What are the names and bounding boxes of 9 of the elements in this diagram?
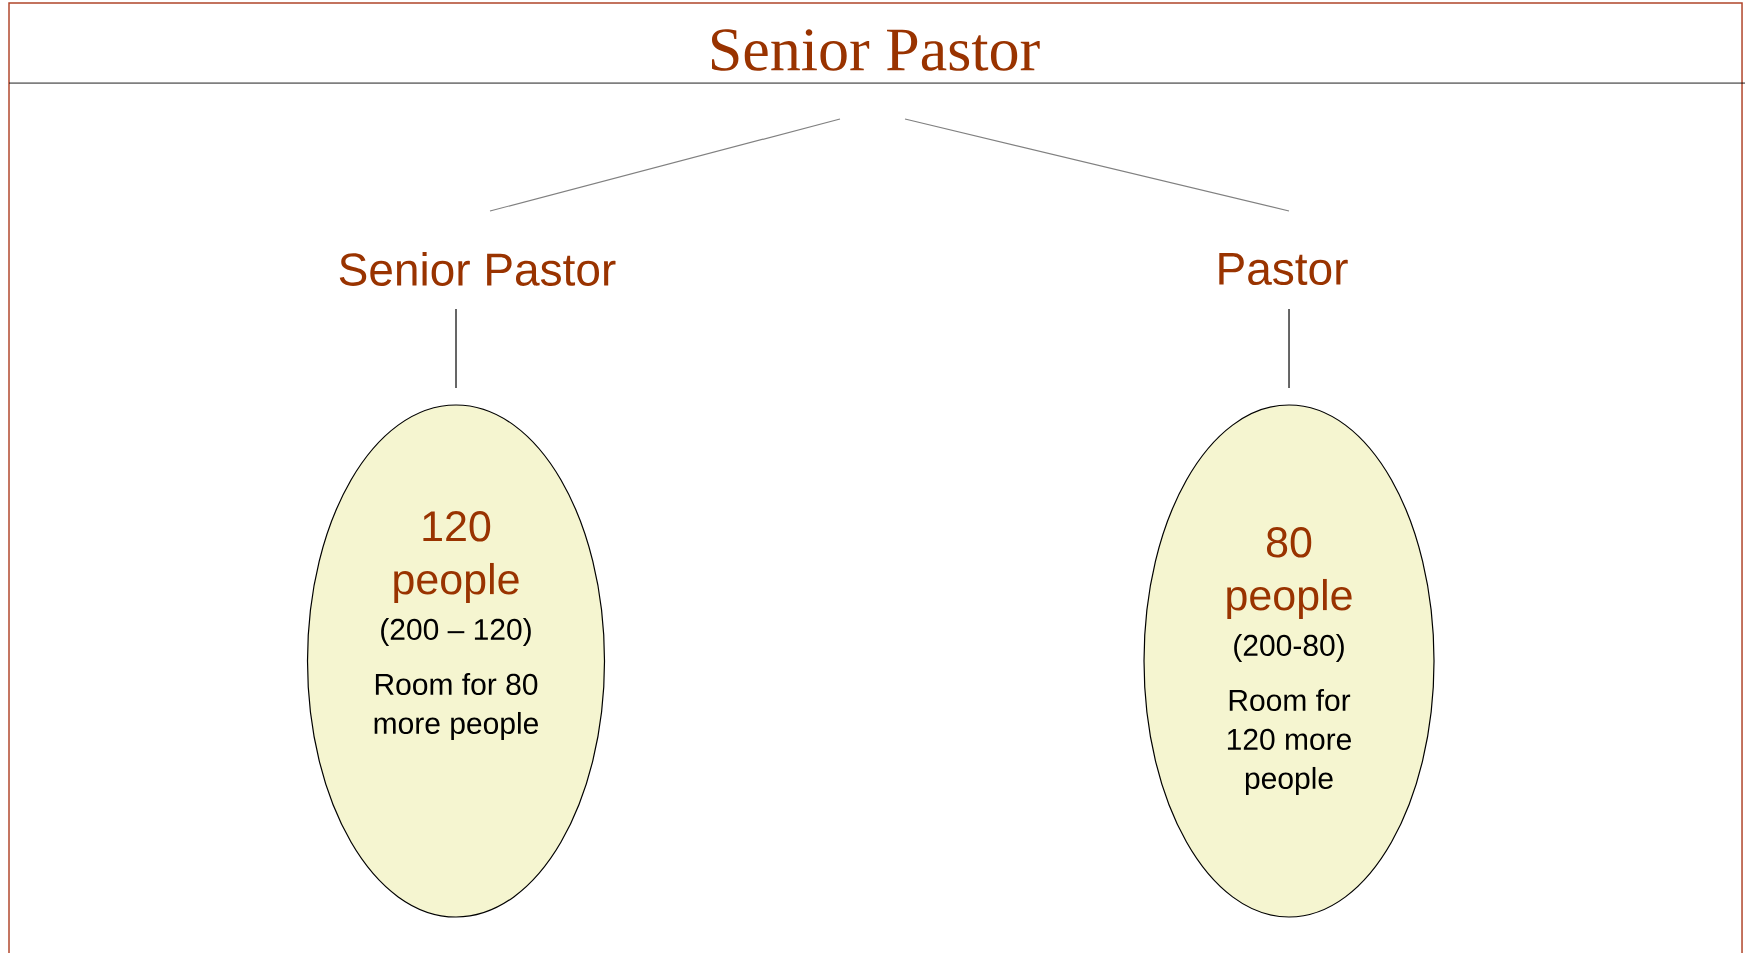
connector-line [455, 308, 457, 389]
connector-line [489, 118, 841, 212]
role-label: Senior Pastor [339, 252, 616, 286]
oval: 120 people (200 – 120) Room for 80 more people [306, 404, 606, 918]
role-label: Pastor [1219, 252, 1348, 286]
connector-line [904, 118, 1290, 212]
oval: 80 people (200-80) Room for 120 more people [1143, 404, 1435, 918]
title-text: Senior Pastor [711, 29, 1040, 71]
connector-line [1288, 308, 1290, 389]
